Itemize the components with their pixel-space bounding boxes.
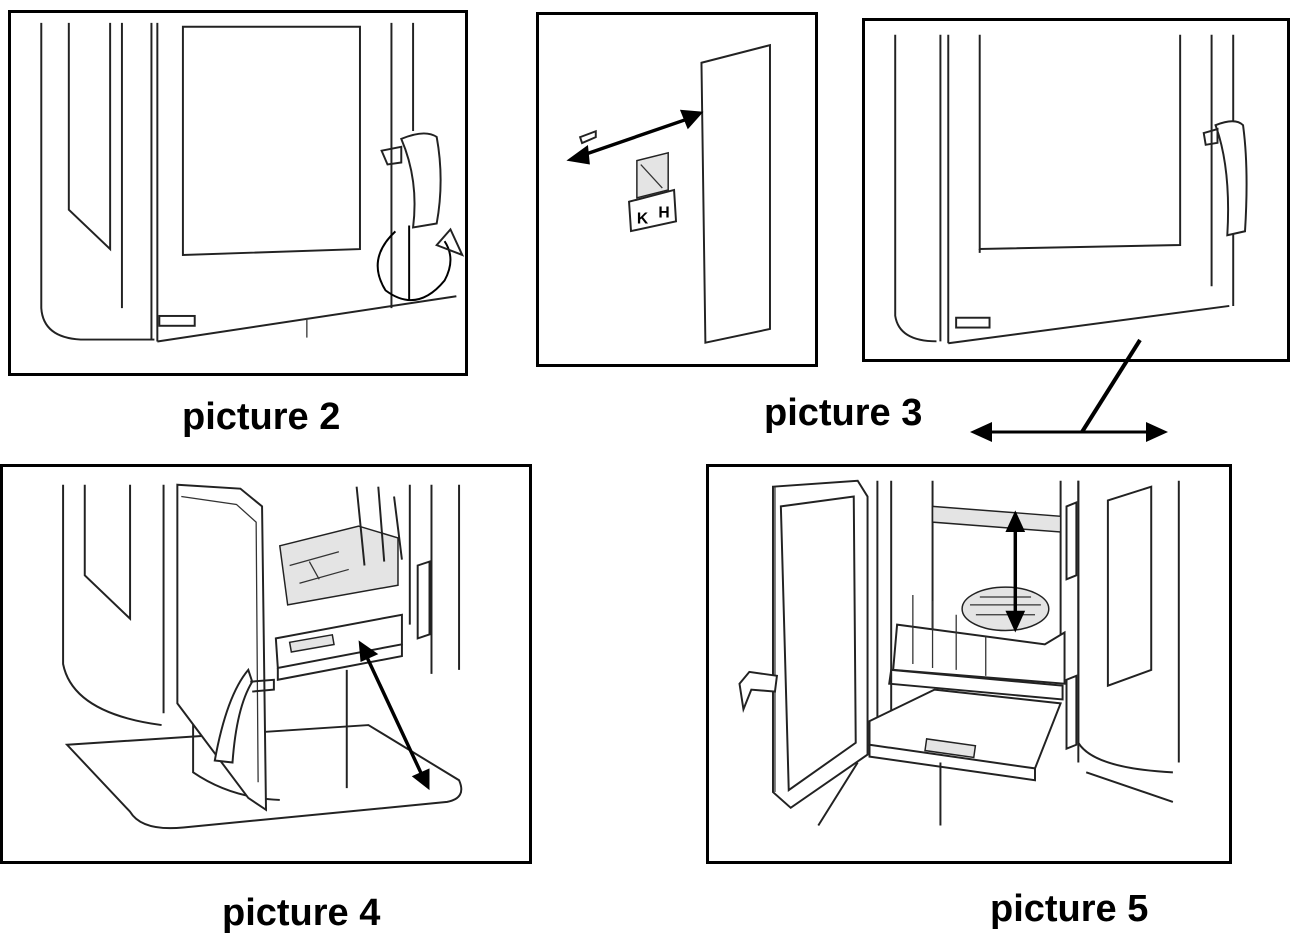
door-handle: [399, 132, 442, 229]
stove-door-closed-illustration: [40, 22, 465, 343]
removal-arrow: [577, 115, 693, 159]
decal-letter-h: H: [658, 204, 669, 221]
picture-2-panel: [8, 10, 468, 376]
picture-3-panel-right: [862, 18, 1290, 362]
picture-4-caption: picture 4: [222, 892, 381, 934]
picture-4-panel: [0, 464, 532, 864]
picture-5-caption: picture 5: [990, 888, 1149, 930]
drawer-arrow: [364, 655, 424, 776]
side-cover-plate: [700, 43, 771, 344]
ash-drawer-removal-illustration: [62, 483, 463, 830]
side-panel-removal-illustration: K H: [566, 43, 771, 344]
picture-2-caption: picture 2: [182, 396, 341, 438]
picture-3-caption: picture 3: [764, 392, 923, 434]
ash-drawer: [868, 688, 1062, 770]
pointer-arrow-group: [970, 338, 1168, 442]
open-door: [176, 483, 268, 812]
picture-3-panel-left: K H: [536, 12, 818, 367]
door-handle: [1214, 120, 1248, 237]
stove-front-illustration: [894, 34, 1248, 345]
picture-5-panel: [706, 464, 1232, 864]
decal-letter-k: K: [637, 210, 649, 227]
open-door: [772, 479, 869, 810]
ash-drawer: [274, 613, 403, 670]
burn-pot-removal-illustration: [738, 479, 1180, 827]
decal: [636, 151, 669, 199]
burn-pot-grate: [961, 586, 1050, 632]
